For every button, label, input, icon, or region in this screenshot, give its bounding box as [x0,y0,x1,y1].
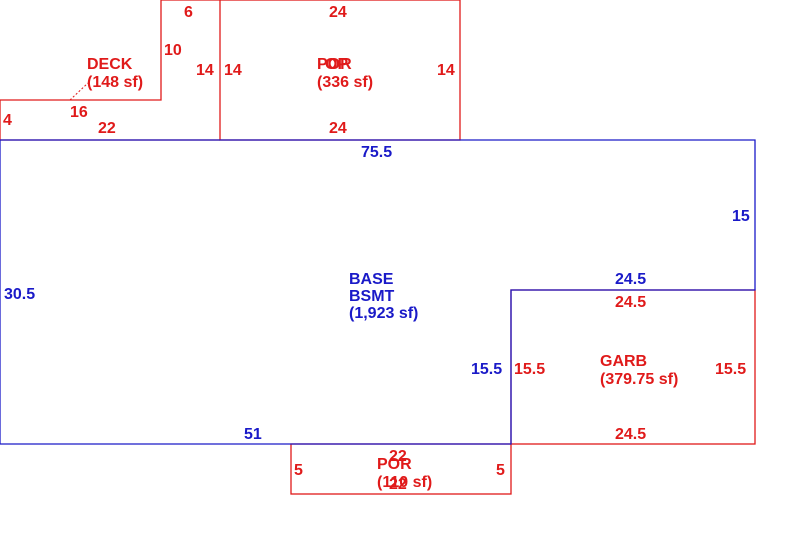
base-sub-code: BSMT [349,288,395,305]
deck-bottom-dim: 22 [98,120,116,137]
garage-left-dim: 15.5 [514,361,545,378]
deck-diag-dim: 16 [70,104,88,121]
por-right-dim: 14 [437,62,455,79]
por-top-overlay-code: OP [325,56,348,73]
garage-area: (379.75 sf) [600,371,678,388]
deck-top-dim: 6 [184,4,193,21]
por2-left-dim: 5 [294,462,303,479]
por-top-dim: 24 [329,4,347,21]
deck-right-dim: 14 [196,62,214,79]
garage-bottom-dim: 24.5 [615,426,646,443]
base-garage-edge-dim: 24.5 [615,271,646,288]
por-top-area: (336 sf) [317,74,373,91]
por2-top-dim: 22 [389,448,407,465]
base-step-dim: 15.5 [471,361,502,378]
base-right-dim: 15 [732,208,750,225]
por2-bottom-dim: 22 [389,476,407,493]
deck-left-dim: 4 [3,112,12,129]
por-left-dim: 14 [224,62,242,79]
garage-code: GARB [600,353,647,370]
garage-right-dim: 15.5 [715,361,746,378]
deck-code: DECK [87,56,133,73]
base-left-dim: 30.5 [4,286,35,303]
garage-top-dim: 24.5 [615,294,646,311]
deck-label-leader [69,82,89,101]
por2-right-dim: 5 [496,462,505,479]
por2-area: (110 sf) [377,474,432,491]
base-top-dim: 75.5 [361,144,392,161]
por2-code: POR [377,456,412,473]
por-bottom-dim: 24 [329,120,347,137]
base-area: (1,923 sf) [349,305,418,322]
base-bottom-dim: 51 [244,426,262,443]
deck-side-dim: 10 [164,42,182,59]
base-outline [0,139,756,445]
base-code: BASE [349,271,394,288]
deck-area: (148 sf) [87,74,143,91]
por-top-code: POR [317,56,352,73]
